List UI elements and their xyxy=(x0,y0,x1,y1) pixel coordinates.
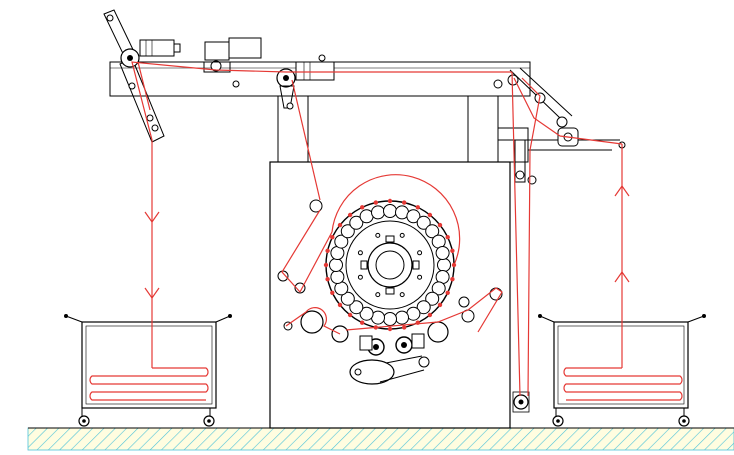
drum-contact-dot xyxy=(415,205,420,210)
drum-bolt-hole xyxy=(375,292,381,298)
down-arrow-lower xyxy=(144,287,160,300)
drum-contact-dot xyxy=(437,222,443,228)
large-roller-drum xyxy=(323,198,457,332)
drum-satellite-roller xyxy=(334,234,349,249)
drum-bolt-hole xyxy=(399,292,405,298)
drum-contact-dot xyxy=(323,262,329,268)
frame-supports xyxy=(277,95,499,163)
drum-satellite-roller xyxy=(425,224,440,239)
drum-satellite-roller xyxy=(349,215,364,230)
drum-satellite-roller xyxy=(416,215,431,230)
drum-contact-dot xyxy=(450,248,455,253)
drum-bolt-hole xyxy=(417,250,423,256)
drum-satellite-roller xyxy=(425,291,440,306)
drum-satellite-roller xyxy=(383,204,397,218)
drum-contact-dot xyxy=(402,200,407,205)
drum-satellite-roller xyxy=(406,209,421,224)
drum-contact-dot xyxy=(330,290,335,295)
drum-contact-dot xyxy=(373,200,378,205)
drum-contact-dot xyxy=(445,290,450,295)
drum-bolt-hole xyxy=(399,232,405,238)
drum-contact-dot xyxy=(427,312,433,318)
fabric-path xyxy=(89,61,683,401)
drive-motor-center xyxy=(276,54,503,110)
drive-motor-left xyxy=(139,37,262,88)
drum-bolt-hole xyxy=(357,274,363,280)
flow-arrows-right xyxy=(614,184,630,283)
drum-contact-dot xyxy=(347,312,353,318)
drum-satellite-roller xyxy=(383,312,397,326)
drum-satellite-roller xyxy=(435,246,450,260)
drum-contact-dot xyxy=(387,326,393,332)
drum-contact-dot xyxy=(445,235,450,240)
flow-arrows-left xyxy=(144,211,160,300)
drum-contact-dot xyxy=(337,302,343,308)
gear-drive-unit xyxy=(349,333,430,385)
drum-satellite-roller xyxy=(359,306,374,321)
drum-contact-dot xyxy=(360,320,365,325)
drum-satellite-roller xyxy=(349,300,364,315)
drum-satellite-roller xyxy=(340,291,355,306)
drum-satellite-roller xyxy=(330,270,345,284)
drum-contact-dot xyxy=(427,212,433,218)
drum-bolt-hole xyxy=(357,250,363,256)
drum-contact-dot xyxy=(437,302,443,308)
drum-contact-dot xyxy=(337,222,343,228)
drum-contact-dot xyxy=(360,205,365,210)
tension-arm-left xyxy=(103,9,165,143)
drum-satellite-roller xyxy=(395,310,409,325)
drum-satellite-roller xyxy=(416,300,431,315)
drum-bolt-hole xyxy=(375,232,381,238)
up-arrow-lower xyxy=(614,270,630,283)
right-fabric-trolley xyxy=(538,314,706,427)
drum-bolt-hole xyxy=(417,274,423,280)
up-arrow-upper xyxy=(614,184,630,197)
down-arrow-upper xyxy=(144,211,160,224)
drum-satellite-roller xyxy=(340,224,355,239)
drum-contact-dot xyxy=(450,277,455,282)
drum-satellite-roller xyxy=(329,258,343,272)
left-fabric-trolley xyxy=(64,314,232,427)
drum-contact-dot xyxy=(330,235,335,240)
drum-satellite-roller xyxy=(431,281,446,296)
bottom-guide-pulley xyxy=(512,391,530,413)
drum-satellite-roller xyxy=(371,205,385,220)
drum-contact-dot xyxy=(387,198,393,204)
drum-satellite-roller xyxy=(437,258,451,272)
drum-contact-dot xyxy=(325,248,330,253)
drum-contact-dot xyxy=(402,325,407,330)
drum-contact-dot xyxy=(325,277,330,282)
floor-base xyxy=(27,427,734,451)
drum-contact-dot xyxy=(347,212,353,218)
